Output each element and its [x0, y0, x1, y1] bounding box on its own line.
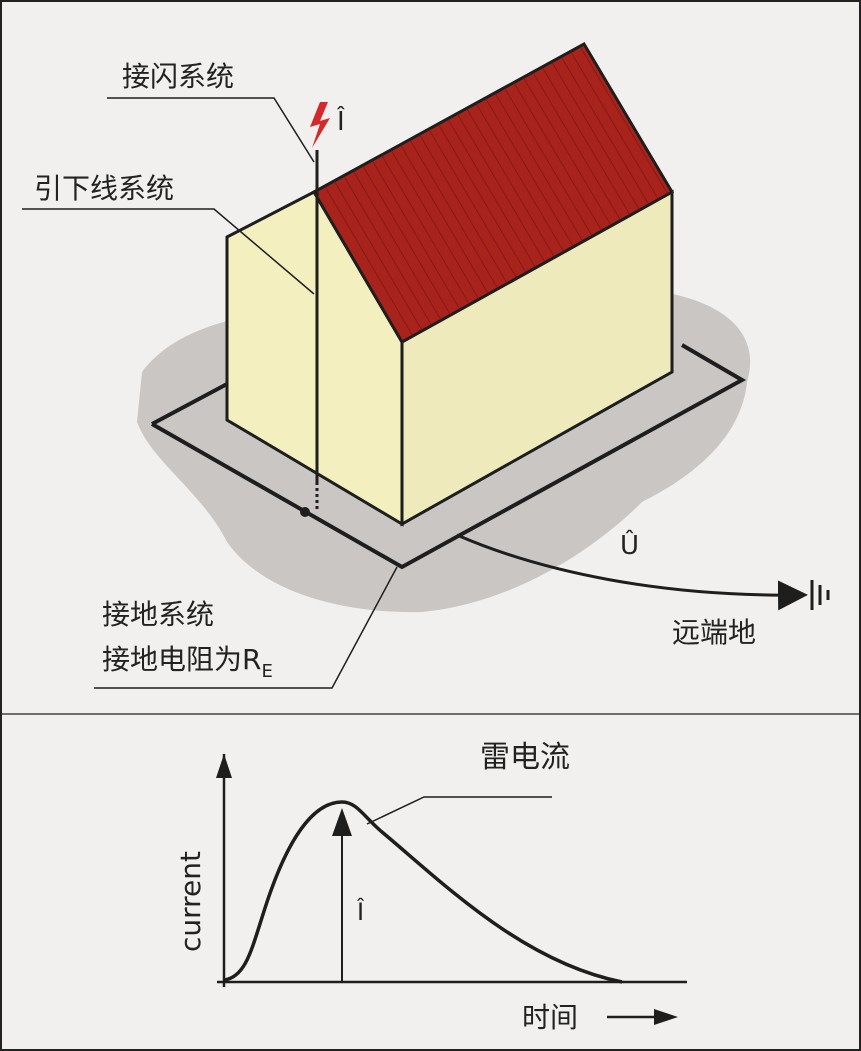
house-roof [311, 41, 675, 345]
leader-down-conductor [22, 208, 315, 295]
roof-tile-line [475, 102, 565, 253]
potential-line [456, 533, 808, 611]
roof-tile-line [390, 149, 480, 300]
roof-tile-line [541, 66, 631, 216]
label-earth-resistance: 接地电阻为RE [102, 643, 273, 682]
roof-tile-line [522, 77, 612, 227]
roof-tile-line [570, 51, 659, 200]
roof-tile-line [381, 154, 470, 305]
roof-tile-line [579, 45, 669, 195]
roof-tile-line [456, 113, 546, 263]
label-remote-earth: 远端地 [672, 616, 756, 649]
lightning-bolt-icon [310, 102, 330, 148]
label-voltage: Û [620, 529, 639, 561]
label-peak-current: Î [336, 105, 345, 137]
waveform-title: 雷电流 [480, 740, 570, 775]
x-axis-label: 时间 [522, 1001, 578, 1034]
peak-arrow-head-icon [332, 808, 352, 836]
roof-tile-line [437, 123, 527, 274]
roof-tile-line [551, 61, 641, 211]
label-down-conductor: 引下线系统 [34, 172, 174, 205]
roof-tile-line [333, 180, 423, 332]
waveform-peak-label: Î [356, 897, 365, 926]
connection-point [300, 507, 310, 517]
roof-tile-line [362, 165, 452, 316]
roof-tile-line [494, 92, 584, 242]
label-earthing-system: 接地系统 [102, 598, 214, 631]
roof-tile-line [447, 118, 537, 269]
roof-tile-line [466, 108, 555, 258]
earth-termination-ring [151, 343, 747, 570]
roof-tile-line [399, 144, 489, 295]
roof-tile-line [409, 139, 499, 290]
ground-symbol-icon [810, 580, 830, 610]
roof-tile-line [485, 97, 574, 248]
roof-tile-line [560, 56, 650, 206]
lightning-current-curve [223, 800, 623, 984]
y-axis-label: current [174, 851, 207, 952]
leader-earthing [94, 566, 398, 689]
leader-current-title [366, 796, 552, 825]
roof-tile-line [352, 170, 442, 321]
roof-tile-line [343, 175, 433, 326]
roof-tile-line [503, 87, 593, 237]
leader-air-termination [107, 97, 315, 163]
roof-tile-line [324, 185, 414, 337]
label-air-termination: 接闪系统 [122, 60, 234, 93]
x-axis-arrow-icon [654, 1009, 678, 1025]
roof-tile-line [532, 71, 622, 221]
roof-tile-line [418, 134, 508, 284]
roof-tile-line [513, 82, 603, 232]
roof-tile-line [371, 159, 461, 311]
roof-tile-texture [324, 45, 669, 337]
roof-tile-line [428, 128, 518, 279]
earth-ring-left-back [151, 382, 228, 426]
y-axis-arrow-icon [216, 754, 232, 778]
